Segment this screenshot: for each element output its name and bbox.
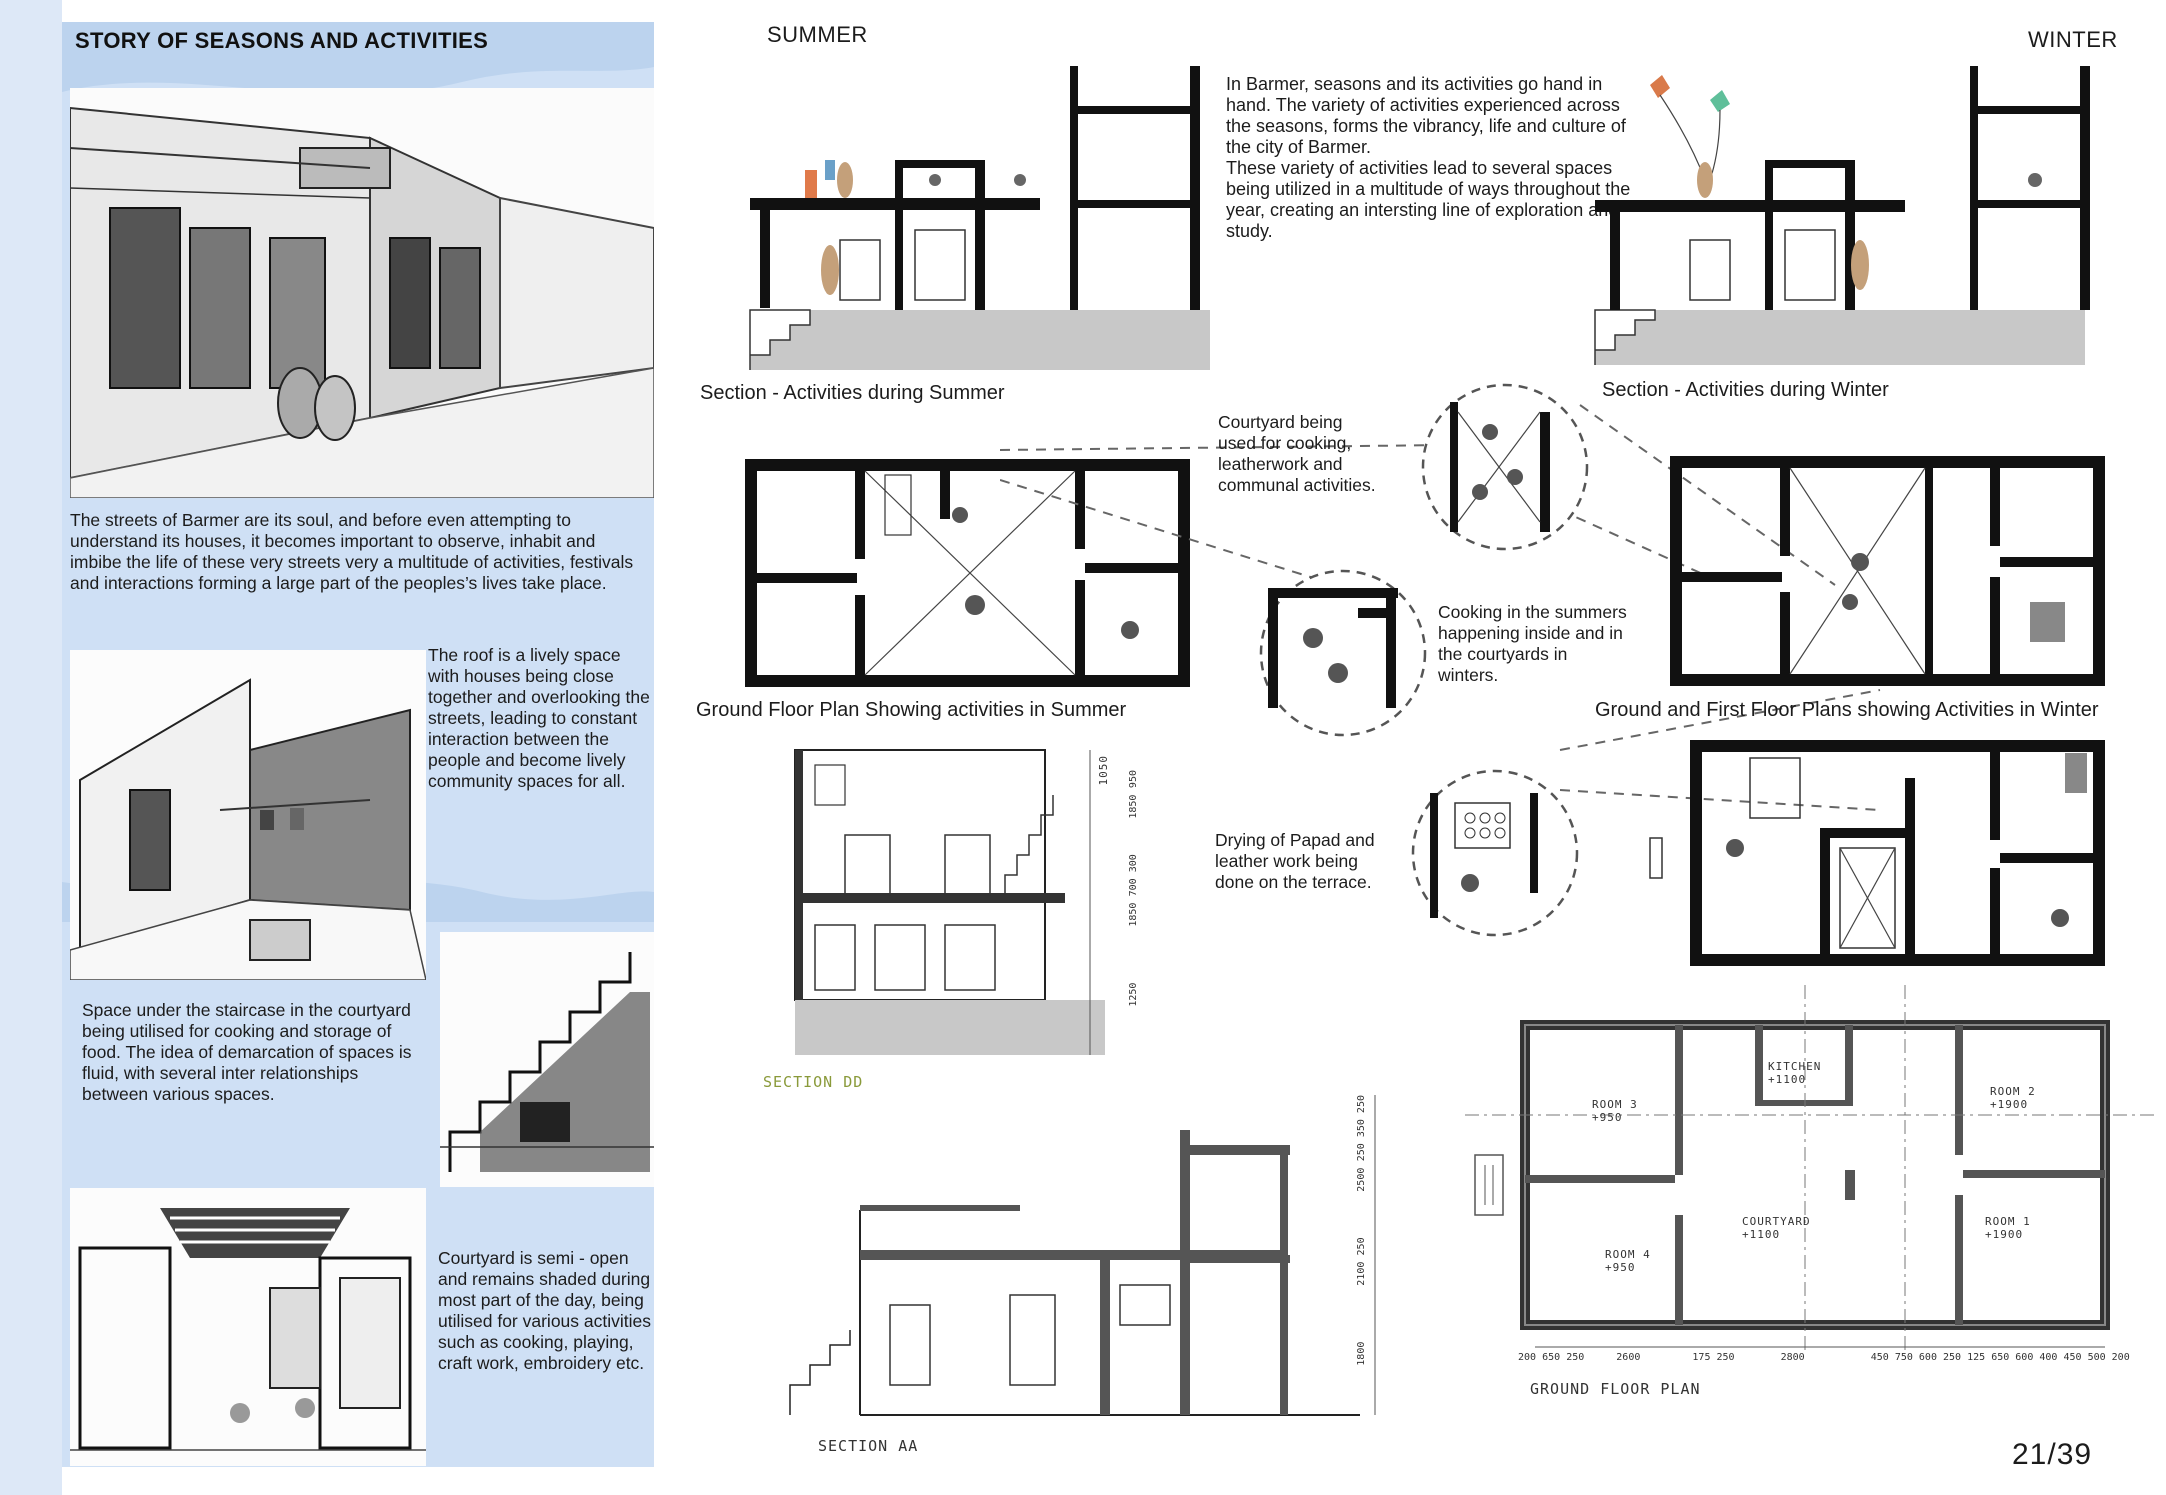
annotation-papad: Drying of Papad and leather work being d… <box>1215 830 1375 892</box>
label-room4: ROOM 4+950 <box>1605 1248 1651 1274</box>
dim-plan: 2600 <box>1616 1352 1641 1363</box>
dim-dd: 300 <box>1128 854 1139 873</box>
roof-sketch <box>70 650 426 980</box>
panel-title: STORY OF SEASONS AND ACTIVITIES <box>75 28 489 53</box>
label-kitchen: KITCHEN+1100 <box>1768 1060 1821 1086</box>
dim-plan: 250 <box>1716 1352 1735 1363</box>
courtyard-sketch <box>70 1188 426 1466</box>
caption-plan-summer: Ground Floor Plan Showing activities in … <box>696 699 1127 721</box>
section-aa-drawing <box>760 1085 1400 1440</box>
annotation-courtyard: Courtyard being used for cooking, leathe… <box>1218 412 1376 495</box>
label-room2: ROOM 2+1900 <box>1990 1085 2036 1111</box>
dim-plan: 500 <box>2087 1352 2106 1363</box>
winter-first-floor-plan <box>1640 738 2110 968</box>
ground-floor-plan-label: GROUND FLOOR PLAN <box>1530 1380 1701 1398</box>
dim-aa: 1800 <box>1356 1341 1367 1366</box>
kitchen-name: KITCHEN <box>1768 1060 1822 1073</box>
dim-aa: 250 <box>1356 1095 1367 1114</box>
dim-dd: 1850 <box>1128 902 1139 927</box>
room1-level: +1900 <box>1985 1228 2024 1241</box>
dim-plan: 200 <box>2111 1352 2130 1363</box>
street-sketch <box>70 88 654 498</box>
dim-plan: 400 <box>2039 1352 2058 1363</box>
courtyard-text: Courtyard is semi - open and remains sha… <box>438 1248 651 1373</box>
dim-aa: 2100 <box>1356 1261 1367 1286</box>
staircase-text: Space under the staircase in the courtya… <box>82 1000 412 1104</box>
label-room1: ROOM 1+1900 <box>1985 1215 2031 1241</box>
dim-plan: 125 <box>1967 1352 1986 1363</box>
section-dd-drawing <box>755 745 1170 1065</box>
dim-plan: 200 <box>1518 1352 1537 1363</box>
room1-name: ROOM 1 <box>1985 1215 2031 1228</box>
section-dd-label: SECTION DD <box>763 1073 864 1091</box>
label-courtyard: COURTYARD+1100 <box>1742 1215 1811 1241</box>
ground-floor-measured-plan <box>1465 975 2155 1395</box>
caption-section-winter: Section - Activities during Winter <box>1602 379 1889 401</box>
room3-name: ROOM 3 <box>1592 1098 1638 1111</box>
page-edge-strip <box>0 0 62 1495</box>
room2-name: ROOM 2 <box>1990 1085 2036 1098</box>
dim-plan: 175 <box>1692 1352 1711 1363</box>
dim-plan: 650 <box>1991 1352 2010 1363</box>
courtyard-detail-circle <box>1420 382 1590 552</box>
section-aa-label: SECTION AA <box>818 1437 919 1455</box>
cooking-detail-circle <box>1258 568 1428 738</box>
dim-aa: 250 <box>1356 1143 1367 1162</box>
page-number: 21/39 <box>2012 1438 2093 1471</box>
summer-section-drawing <box>740 60 1210 380</box>
dim-plan: 450 <box>1870 1352 1889 1363</box>
section-dd-dimension-string: 1250 1850 700 300 1850 950 <box>1128 770 1139 1007</box>
dim-dd: 1850 <box>1128 794 1139 819</box>
dim-aa: 250 <box>1356 1237 1367 1256</box>
dim-plan: 250 <box>1943 1352 1962 1363</box>
intro-paragraph: In Barmer, seasons and its activities go… <box>1226 74 1631 241</box>
label-room3: ROOM 3+950 <box>1592 1098 1638 1124</box>
dim-plan: 600 <box>1918 1352 1937 1363</box>
winter-section-drawing <box>1590 60 2110 370</box>
kitchen-level: +1100 <box>1768 1073 1807 1086</box>
annotation-cooking: Cooking in the summers happening inside … <box>1438 602 1627 685</box>
summer-ground-plan <box>735 455 1195 687</box>
dim-aa: 2500 <box>1356 1167 1367 1192</box>
dim-plan: 750 <box>1894 1352 1913 1363</box>
dim-plan: 600 <box>2015 1352 2034 1363</box>
section-aa-dimension-string: 1800 2100 250 2500 250 350 250 <box>1356 1095 1367 1366</box>
section-dd-dims: 1050 <box>1097 755 1111 786</box>
dim-plan: 250 <box>1566 1352 1585 1363</box>
callout-leaders <box>1000 404 1881 811</box>
staircase-sketch <box>440 932 654 1187</box>
room4-name: ROOM 4 <box>1605 1248 1651 1261</box>
caption-section-summer: Section - Activities during Summer <box>700 382 1005 404</box>
courtyard-name: COURTYARD <box>1742 1215 1811 1228</box>
dim-plan: 450 <box>2063 1352 2082 1363</box>
dim-dd-1: 1050 <box>1097 755 1110 786</box>
room3-level: +950 <box>1592 1111 1623 1124</box>
winter-ground-plan <box>1660 452 2110 687</box>
room4-level: +950 <box>1605 1261 1636 1274</box>
terrace-detail-circle <box>1410 768 1580 938</box>
summer-label: SUMMER <box>767 22 868 47</box>
dim-aa: 350 <box>1356 1119 1367 1138</box>
dim-plan: 650 <box>1542 1352 1561 1363</box>
room2-level: +1900 <box>1990 1098 2029 1111</box>
intro-text: The streets of Barmer are its soul, and … <box>70 510 634 593</box>
dim-dd: 950 <box>1128 770 1139 789</box>
courtyard-level: +1100 <box>1742 1228 1781 1241</box>
winter-label: WINTER <box>2028 27 2118 52</box>
dim-plan: 2800 <box>1780 1352 1805 1363</box>
dim-dd: 700 <box>1128 878 1139 897</box>
caption-plan-winter: Ground and First Floor Plans showing Act… <box>1595 699 2099 721</box>
dim-dd: 1250 <box>1128 982 1139 1007</box>
plan-dimension-string: 200 650 250 2600 175 250 2800 450 750 60… <box>1518 1352 2130 1363</box>
roof-text: The roof is a lively space with houses b… <box>428 645 650 791</box>
